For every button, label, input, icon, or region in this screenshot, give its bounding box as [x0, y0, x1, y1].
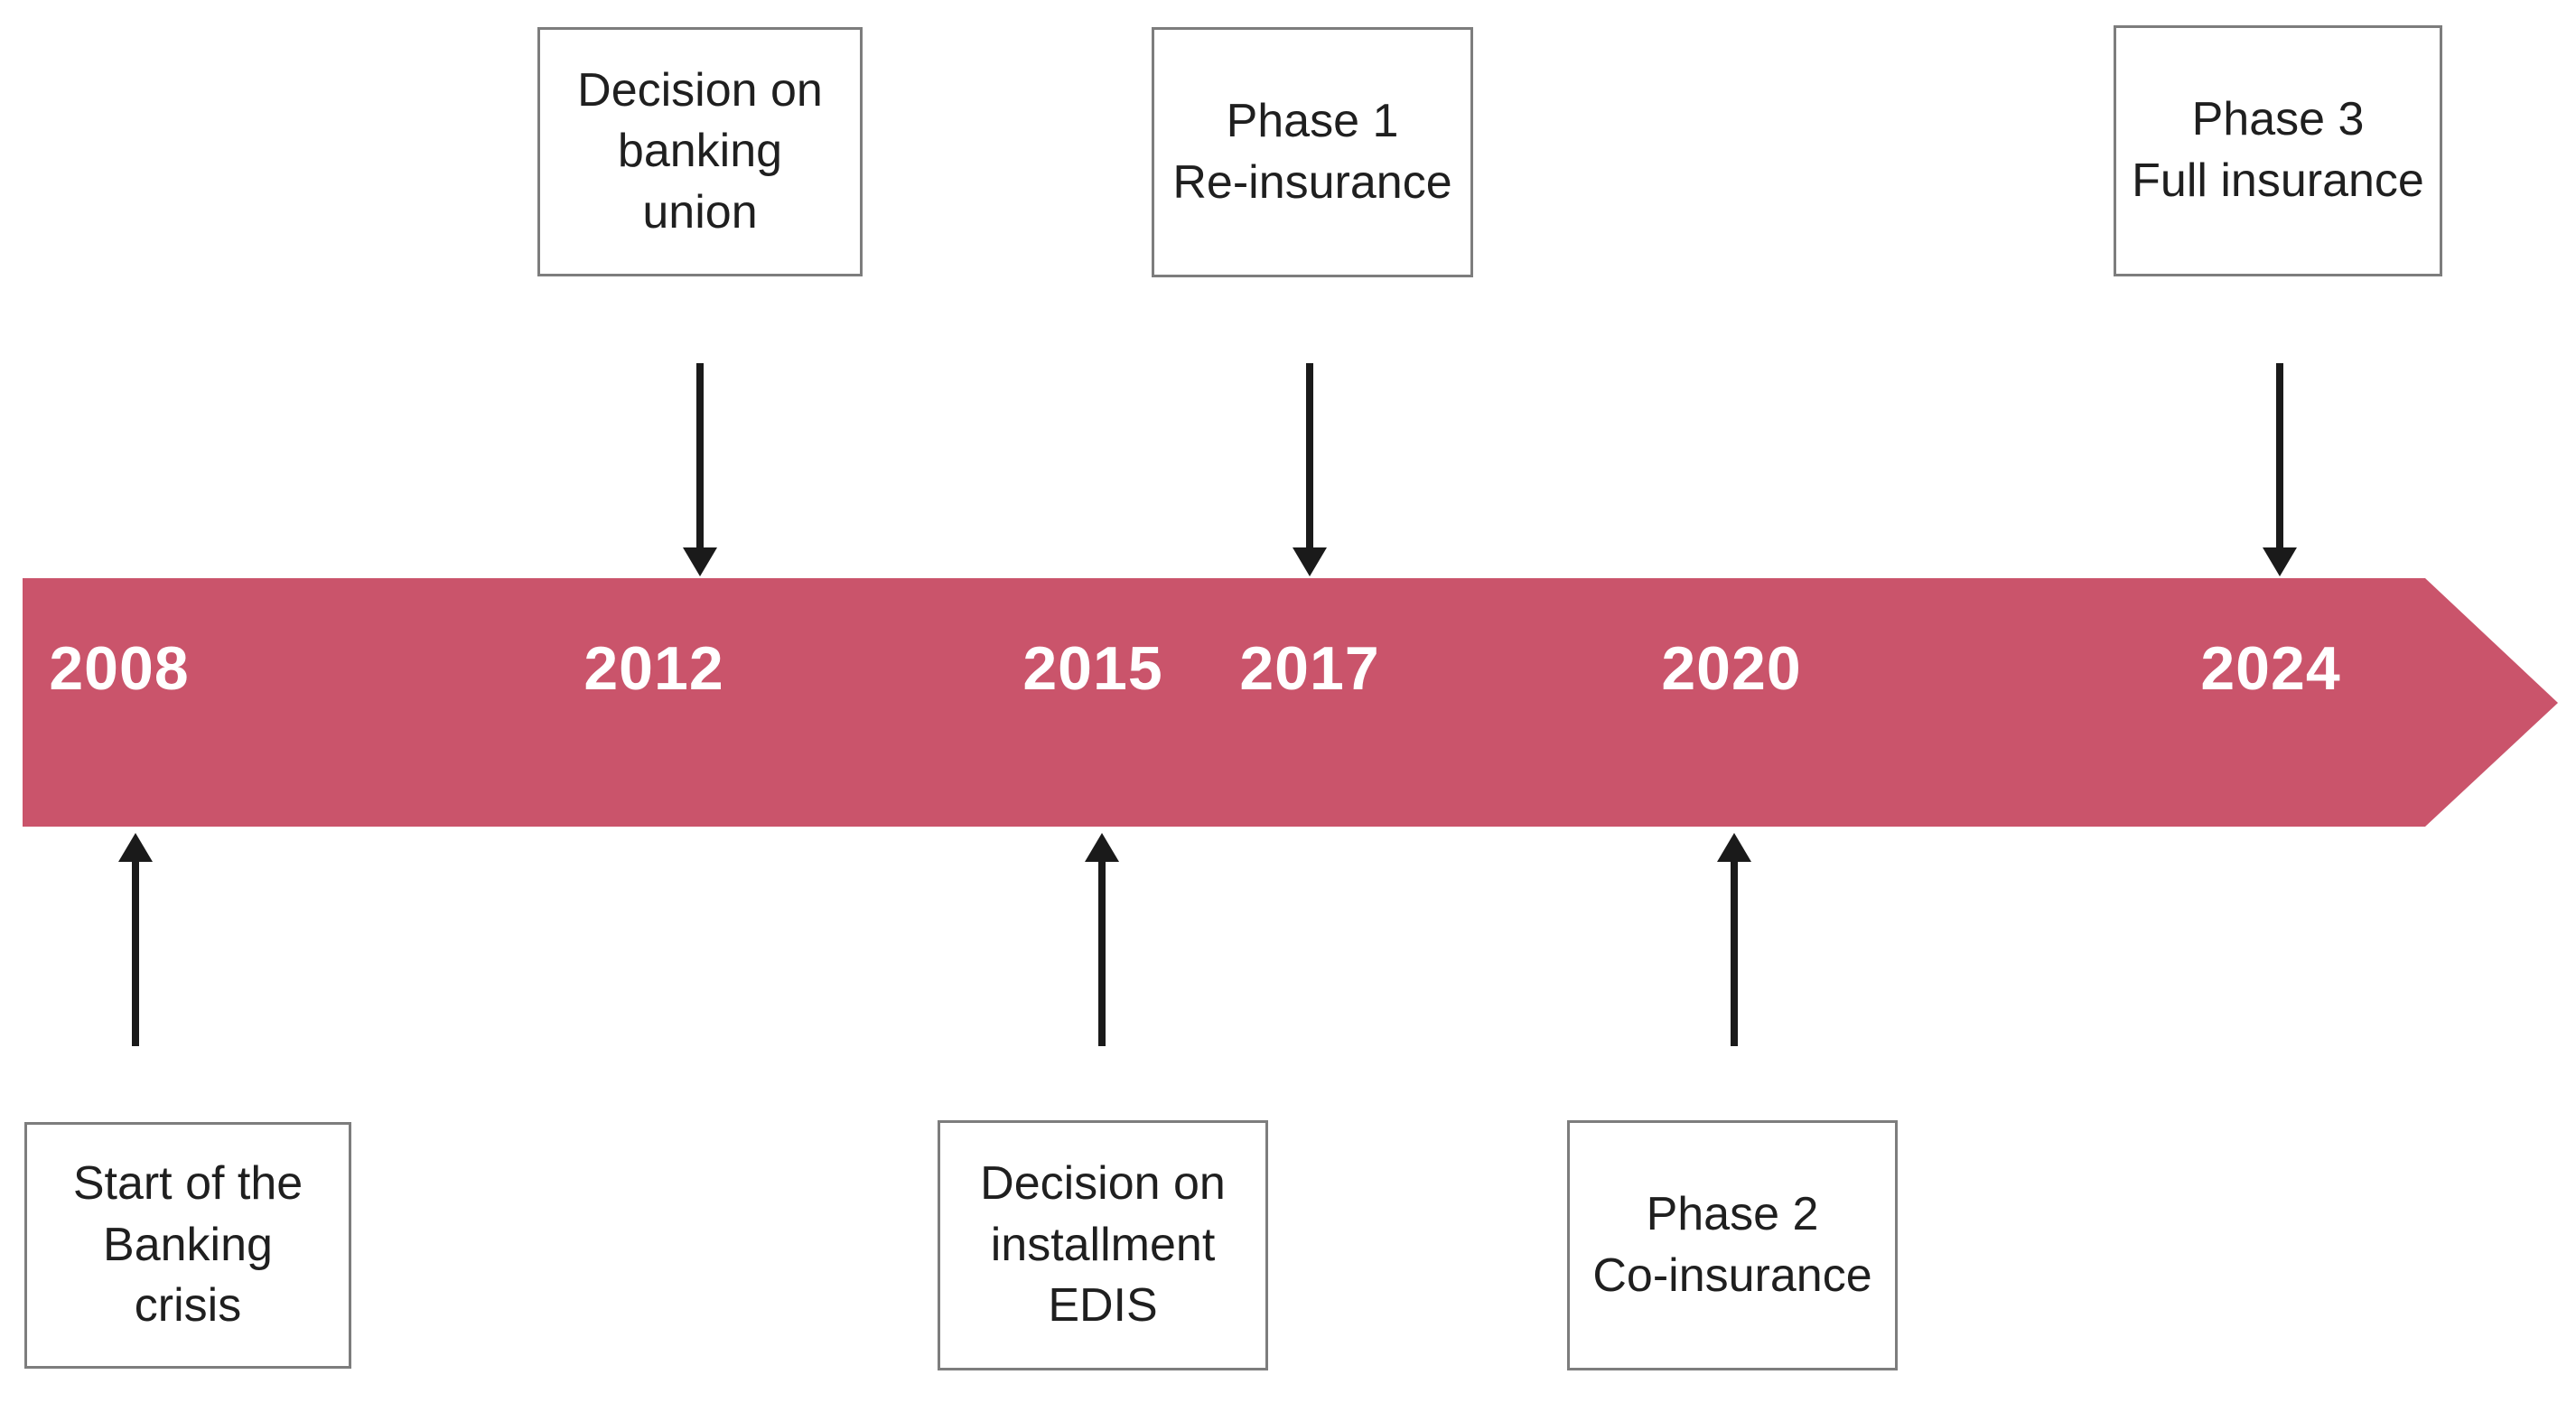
- up-arrow-phase-2-to-2020: [1716, 833, 1752, 1046]
- down-arrow-phase-3-to-2024: [2262, 363, 2298, 576]
- arrow-head-up-icon: [1085, 833, 1119, 862]
- year-label-2020: 2020: [1661, 634, 1802, 703]
- arrow-shaft: [696, 363, 704, 551]
- event-box-phase-2-label: Phase 2 Co-insurance: [1592, 1187, 1872, 1302]
- up-arrow-installment-edis-to-2015: [1084, 833, 1120, 1046]
- year-label-2008: 2008: [49, 634, 190, 703]
- event-box-phase-3-full-insurance: Phase 3 Full insurance: [2114, 25, 2442, 276]
- arrow-shaft: [1306, 363, 1313, 551]
- event-box-banking-crisis: Start of the Banking crisis: [24, 1122, 351, 1369]
- year-label-2012: 2012: [583, 634, 724, 703]
- arrow-head-down-icon: [683, 547, 717, 576]
- arrow-shaft: [2276, 363, 2283, 551]
- arrow-head-up-icon: [118, 833, 153, 862]
- year-label-2017: 2017: [1239, 634, 1380, 703]
- arrow-shaft: [1098, 858, 1106, 1046]
- arrow-head-down-icon: [1293, 547, 1327, 576]
- event-box-banking-crisis-label: Start of the Banking crisis: [72, 1157, 303, 1333]
- year-label-2024: 2024: [2200, 634, 2341, 703]
- event-box-banking-union-label: Decision on banking union: [577, 63, 823, 239]
- event-box-phase-2-coinsurance: Phase 2 Co-insurance: [1567, 1120, 1898, 1370]
- event-box-installment-edis: Decision on installment EDIS: [938, 1120, 1268, 1370]
- arrow-head-up-icon: [1717, 833, 1751, 862]
- event-box-phase-3-label: Phase 3 Full insurance: [2132, 93, 2424, 207]
- up-arrow-banking-crisis-to-2008: [117, 833, 154, 1046]
- arrow-head-down-icon: [2263, 547, 2297, 576]
- timeline-arrow-banner: [23, 578, 2558, 827]
- arrow-shaft: [132, 858, 139, 1046]
- year-label-2015: 2015: [1022, 634, 1163, 703]
- event-box-banking-union: Decision on banking union: [537, 27, 863, 276]
- event-box-phase-1-reinsurance: Phase 1 Re-insurance: [1152, 27, 1473, 277]
- event-box-installment-edis-label: Decision on installment EDIS: [980, 1157, 1226, 1333]
- down-arrow-banking-union-to-2012: [682, 363, 718, 576]
- event-box-phase-1-label: Phase 1 Re-insurance: [1172, 94, 1452, 209]
- down-arrow-phase-1-to-2017: [1292, 363, 1328, 576]
- arrow-shaft: [1731, 858, 1738, 1046]
